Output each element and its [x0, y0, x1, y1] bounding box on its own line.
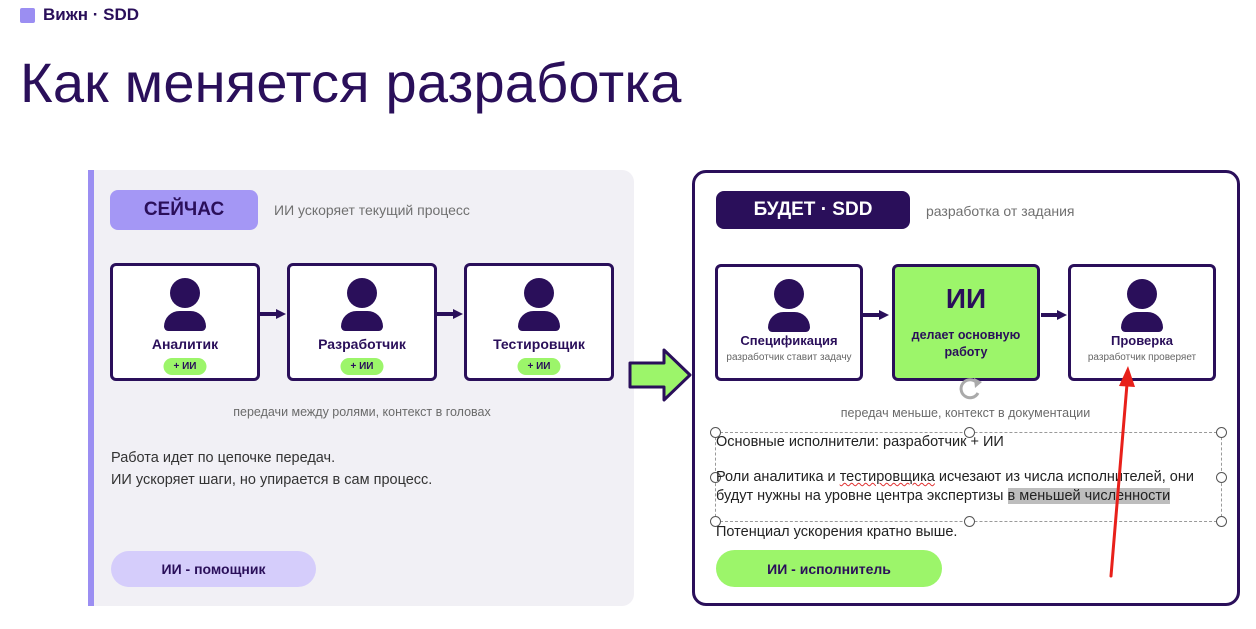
developer-card[interactable]: Разработчик + ИИ — [287, 263, 437, 381]
spec-card[interactable]: Спецификация разработчик ставит задачу — [715, 264, 863, 381]
analyst-label: Аналитик — [151, 336, 219, 352]
resize-handle[interactable] — [964, 427, 975, 438]
resize-handle[interactable] — [1216, 472, 1227, 483]
person-icon — [164, 278, 206, 331]
slide-title[interactable]: Как меняется разработка — [20, 51, 682, 114]
resize-handle[interactable] — [710, 472, 721, 483]
person-icon — [518, 278, 560, 331]
arrow-right-icon — [863, 310, 889, 320]
spec-desc: разработчик ставит задачу — [726, 352, 852, 363]
will-pill[interactable]: БУДЕТ · SDD — [716, 191, 910, 229]
person-icon — [341, 278, 383, 331]
now-text-line2[interactable]: ИИ ускоряет шаги, но упирается в сам про… — [111, 472, 433, 488]
ai-title: ИИ — [945, 283, 987, 314]
now-text-line1[interactable]: Работа идет по цепочке передач. — [111, 450, 336, 466]
now-panel[interactable] — [88, 170, 634, 606]
resize-handle[interactable] — [964, 516, 975, 527]
rotate-handle-icon[interactable] — [955, 376, 985, 402]
editor-line1[interactable]: Основные исполнители: разработчик + ИИ — [716, 434, 1004, 450]
person-icon — [768, 279, 810, 332]
tag-text: Вижн · SDD — [43, 5, 140, 24]
section-tag: Вижн · SDD — [20, 5, 139, 25]
editor-line3-a: будут нужны на уровне центра экспертизы — [716, 488, 1008, 504]
check-label: Проверка — [1111, 333, 1173, 348]
ai-badge: + ИИ — [163, 358, 207, 375]
editor-line2[interactable]: Роли аналитика и тестировщика исчезают и… — [716, 469, 1194, 485]
ai-badge: + ИИ — [517, 358, 561, 375]
ai-desc: делает основную работу — [895, 327, 1037, 361]
resize-handle[interactable] — [1216, 516, 1227, 527]
highlighted-text[interactable]: в меньшей численности — [1007, 488, 1171, 504]
now-pill[interactable]: СЕЙЧАС — [110, 190, 258, 230]
ai-badge: + ИИ — [340, 358, 384, 375]
assistant-pill[interactable]: ИИ - помощник — [111, 551, 316, 587]
resize-handle[interactable] — [1216, 427, 1227, 438]
analyst-card[interactable]: Аналитик + ИИ — [110, 263, 260, 381]
tester-label: Тестировщик — [493, 336, 585, 352]
ai-card[interactable]: ИИ делает основную работу — [892, 264, 1040, 381]
resize-handle[interactable] — [710, 516, 721, 527]
arrow-right-icon — [1041, 310, 1067, 320]
resize-handle[interactable] — [710, 427, 721, 438]
will-caption: передач меньше, контекст в документации — [840, 406, 1091, 420]
arrow-right-icon — [437, 309, 463, 319]
developer-label: Разработчик — [318, 336, 406, 352]
check-desc: разработчик проверяет — [1087, 352, 1197, 363]
editor-line2-c: исчезают из числа исполнителей, они — [934, 469, 1194, 485]
spec-label: Спецификация — [740, 333, 838, 348]
now-caption: передачи между ролями, контекст в голова… — [233, 405, 491, 419]
person-icon — [1121, 279, 1163, 332]
arrow-right-icon — [260, 309, 286, 319]
ai-desc-line2: работу — [944, 345, 988, 359]
tag-square-icon — [20, 7, 35, 23]
now-subtitle[interactable]: ИИ ускоряет текущий процесс — [274, 202, 470, 218]
will-panel[interactable] — [692, 170, 1240, 606]
spellcheck-word[interactable]: тестировщика — [839, 469, 935, 485]
big-arrow-icon — [628, 348, 692, 402]
ai-desc-line1: делает основную — [911, 328, 1021, 342]
editor-line2-a: Роли аналитика и — [716, 469, 840, 485]
tester-card[interactable]: Тестировщик + ИИ — [464, 263, 614, 381]
editor-line3[interactable]: будут нужны на уровне центра экспертизы … — [716, 488, 1171, 504]
executor-pill[interactable]: ИИ - исполнитель — [716, 550, 942, 587]
editor-line4[interactable]: Потенциал ускорения кратно выше. — [716, 524, 958, 540]
will-subtitle[interactable]: разработка от задания — [926, 203, 1075, 219]
annotation-arrow — [1109, 366, 1135, 578]
check-card[interactable]: Проверка разработчик проверяет — [1068, 264, 1216, 381]
